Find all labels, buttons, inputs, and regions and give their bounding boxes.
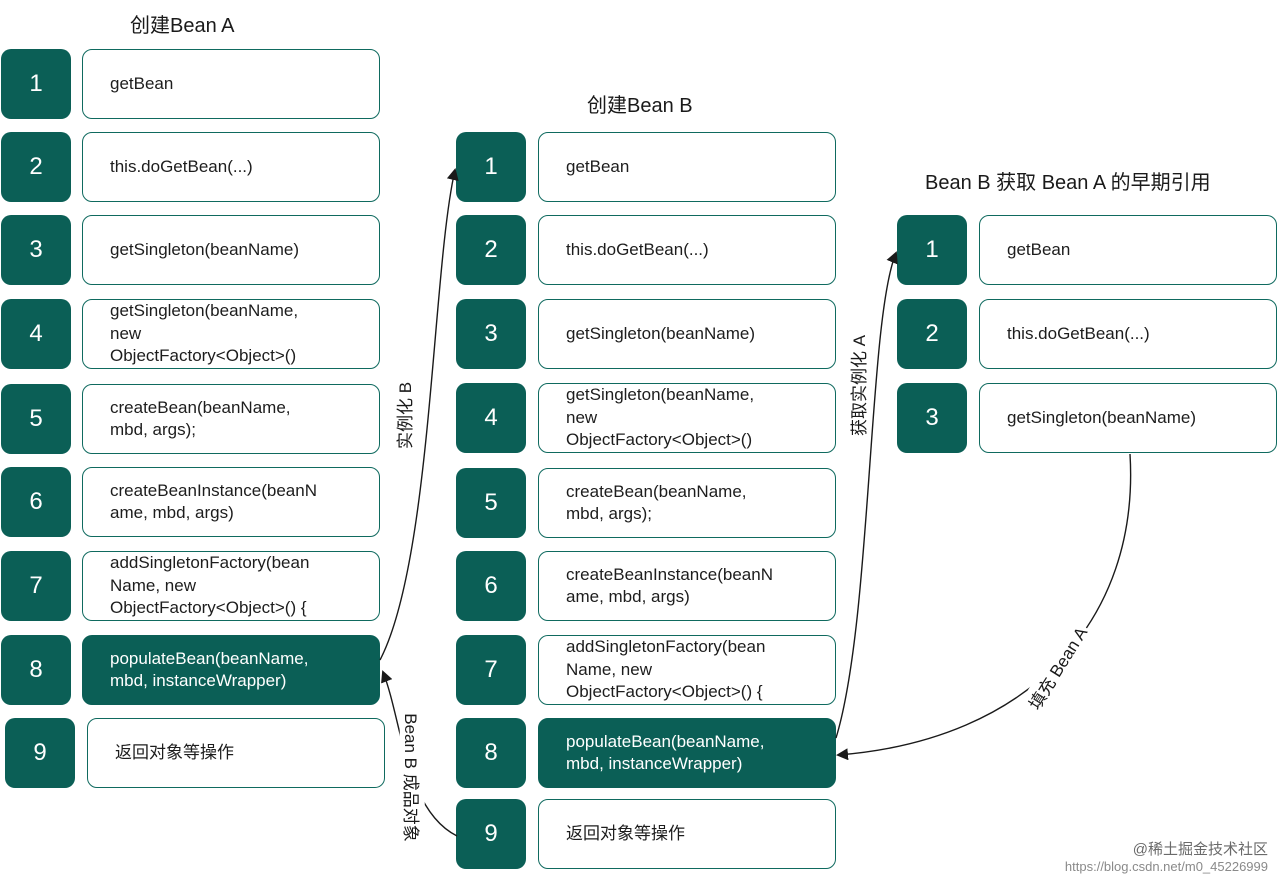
step-number: 6 (1, 467, 71, 537)
step-box: this.doGetBean(...) (538, 215, 836, 285)
step-box: createBeanInstance(beanN ame, mbd, args) (538, 551, 836, 621)
step-number: 3 (1, 215, 71, 285)
step-label: populateBean(beanName, mbd, instanceWrap… (110, 648, 309, 691)
step-number: 1 (897, 215, 967, 285)
step-number: 9 (5, 718, 75, 788)
step-number: 2 (897, 299, 967, 369)
step-label: addSingletonFactory(bean Name, new Objec… (566, 637, 766, 702)
step-label: 返回对象等操作 (566, 823, 685, 843)
step-box: this.doGetBean(...) (979, 299, 1277, 369)
column-title-bean-a: 创建Bean A (130, 15, 235, 37)
arrow-get-instantiate-a (835, 251, 898, 739)
step-label: 返回对象等操作 (115, 742, 234, 762)
step-box: 返回对象等操作 (538, 799, 836, 869)
step-box: getSingleton(beanName) (979, 383, 1277, 453)
step-label: this.doGetBean(...) (566, 239, 709, 259)
step-box: getSingleton(beanName, new ObjectFactory… (82, 299, 380, 369)
step-number: 8 (456, 718, 526, 788)
step-label: getSingleton(beanName) (110, 239, 300, 259)
step-label: addSingletonFactory(bean Name, new Objec… (110, 553, 310, 618)
step-box: getSingleton(beanName) (538, 299, 836, 369)
step-label: getSingleton(beanName) (566, 323, 756, 343)
label-instantiate-b: 实例化 B (391, 379, 417, 452)
step-label: createBeanInstance(beanN ame, mbd, args) (110, 480, 317, 523)
step-label: populateBean(beanName, mbd, instanceWrap… (566, 731, 765, 774)
arrow-instantiate-b (379, 168, 459, 661)
arrow-fill-bean-a (836, 453, 1132, 761)
step-number: 3 (897, 383, 967, 453)
step-number: 5 (456, 468, 526, 538)
step-box: 返回对象等操作 (87, 718, 385, 788)
footer-watermark: @稀土掘金技术社区 https://blog.csdn.net/m0_45226… (1065, 841, 1268, 875)
step-number: 6 (456, 551, 526, 621)
step-label: getBean (566, 156, 630, 176)
step-number: 7 (456, 635, 526, 705)
step-label: createBean(beanName, mbd, args); (110, 397, 291, 440)
step-number: 1 (1, 49, 71, 119)
step-label: this.doGetBean(...) (1007, 323, 1150, 343)
step-number: 8 (1, 635, 71, 705)
step-label: getSingleton(beanName, new ObjectFactory… (110, 301, 299, 366)
step-number: 2 (1, 132, 71, 202)
label-bean-b-product: Bean B 成品对象 (399, 711, 425, 844)
footer-brand: @稀土掘金技术社区 (1132, 841, 1268, 858)
step-number: 5 (1, 384, 71, 454)
step-box: addSingletonFactory(bean Name, new Objec… (538, 635, 836, 705)
column-title-bean-b: 创建Bean B (587, 95, 693, 117)
step-label: this.doGetBean(...) (110, 156, 253, 176)
step-label: createBeanInstance(beanN ame, mbd, args) (566, 564, 773, 607)
step-box: getSingleton(beanName, new ObjectFactory… (538, 383, 836, 453)
step-label: getSingleton(beanName, new ObjectFactory… (566, 385, 755, 450)
step-number: 4 (1, 299, 71, 369)
step-number: 1 (456, 132, 526, 202)
label-get-instantiate-a: 获取实例化 A (845, 332, 871, 439)
step-box-highlighted: populateBean(beanName, mbd, instanceWrap… (82, 635, 380, 705)
step-number: 2 (456, 215, 526, 285)
step-label: getSingleton(beanName) (1007, 407, 1197, 427)
step-label: getBean (110, 73, 174, 93)
step-box: createBeanInstance(beanN ame, mbd, args) (82, 467, 380, 537)
column-title-early-reference: Bean B 获取 Bean A 的早期引用 (925, 172, 1211, 194)
step-box: createBean(beanName, mbd, args); (538, 468, 836, 538)
step-number: 4 (456, 383, 526, 453)
step-box: getBean (82, 49, 380, 119)
step-number: 3 (456, 299, 526, 369)
step-box: getBean (538, 132, 836, 202)
step-label: getBean (1007, 239, 1071, 259)
footer-url: https://blog.csdn.net/m0_45226999 (1064, 859, 1268, 874)
step-number: 7 (1, 551, 71, 621)
step-box: this.doGetBean(...) (82, 132, 380, 202)
step-box: addSingletonFactory(bean Name, new Objec… (82, 551, 380, 621)
step-box: getBean (979, 215, 1277, 285)
step-box: getSingleton(beanName) (82, 215, 380, 285)
step-label: createBean(beanName, mbd, args); (566, 481, 747, 524)
step-box-highlighted: populateBean(beanName, mbd, instanceWrap… (538, 718, 836, 788)
step-box: createBean(beanName, mbd, args); (82, 384, 380, 454)
step-number: 9 (456, 799, 526, 869)
